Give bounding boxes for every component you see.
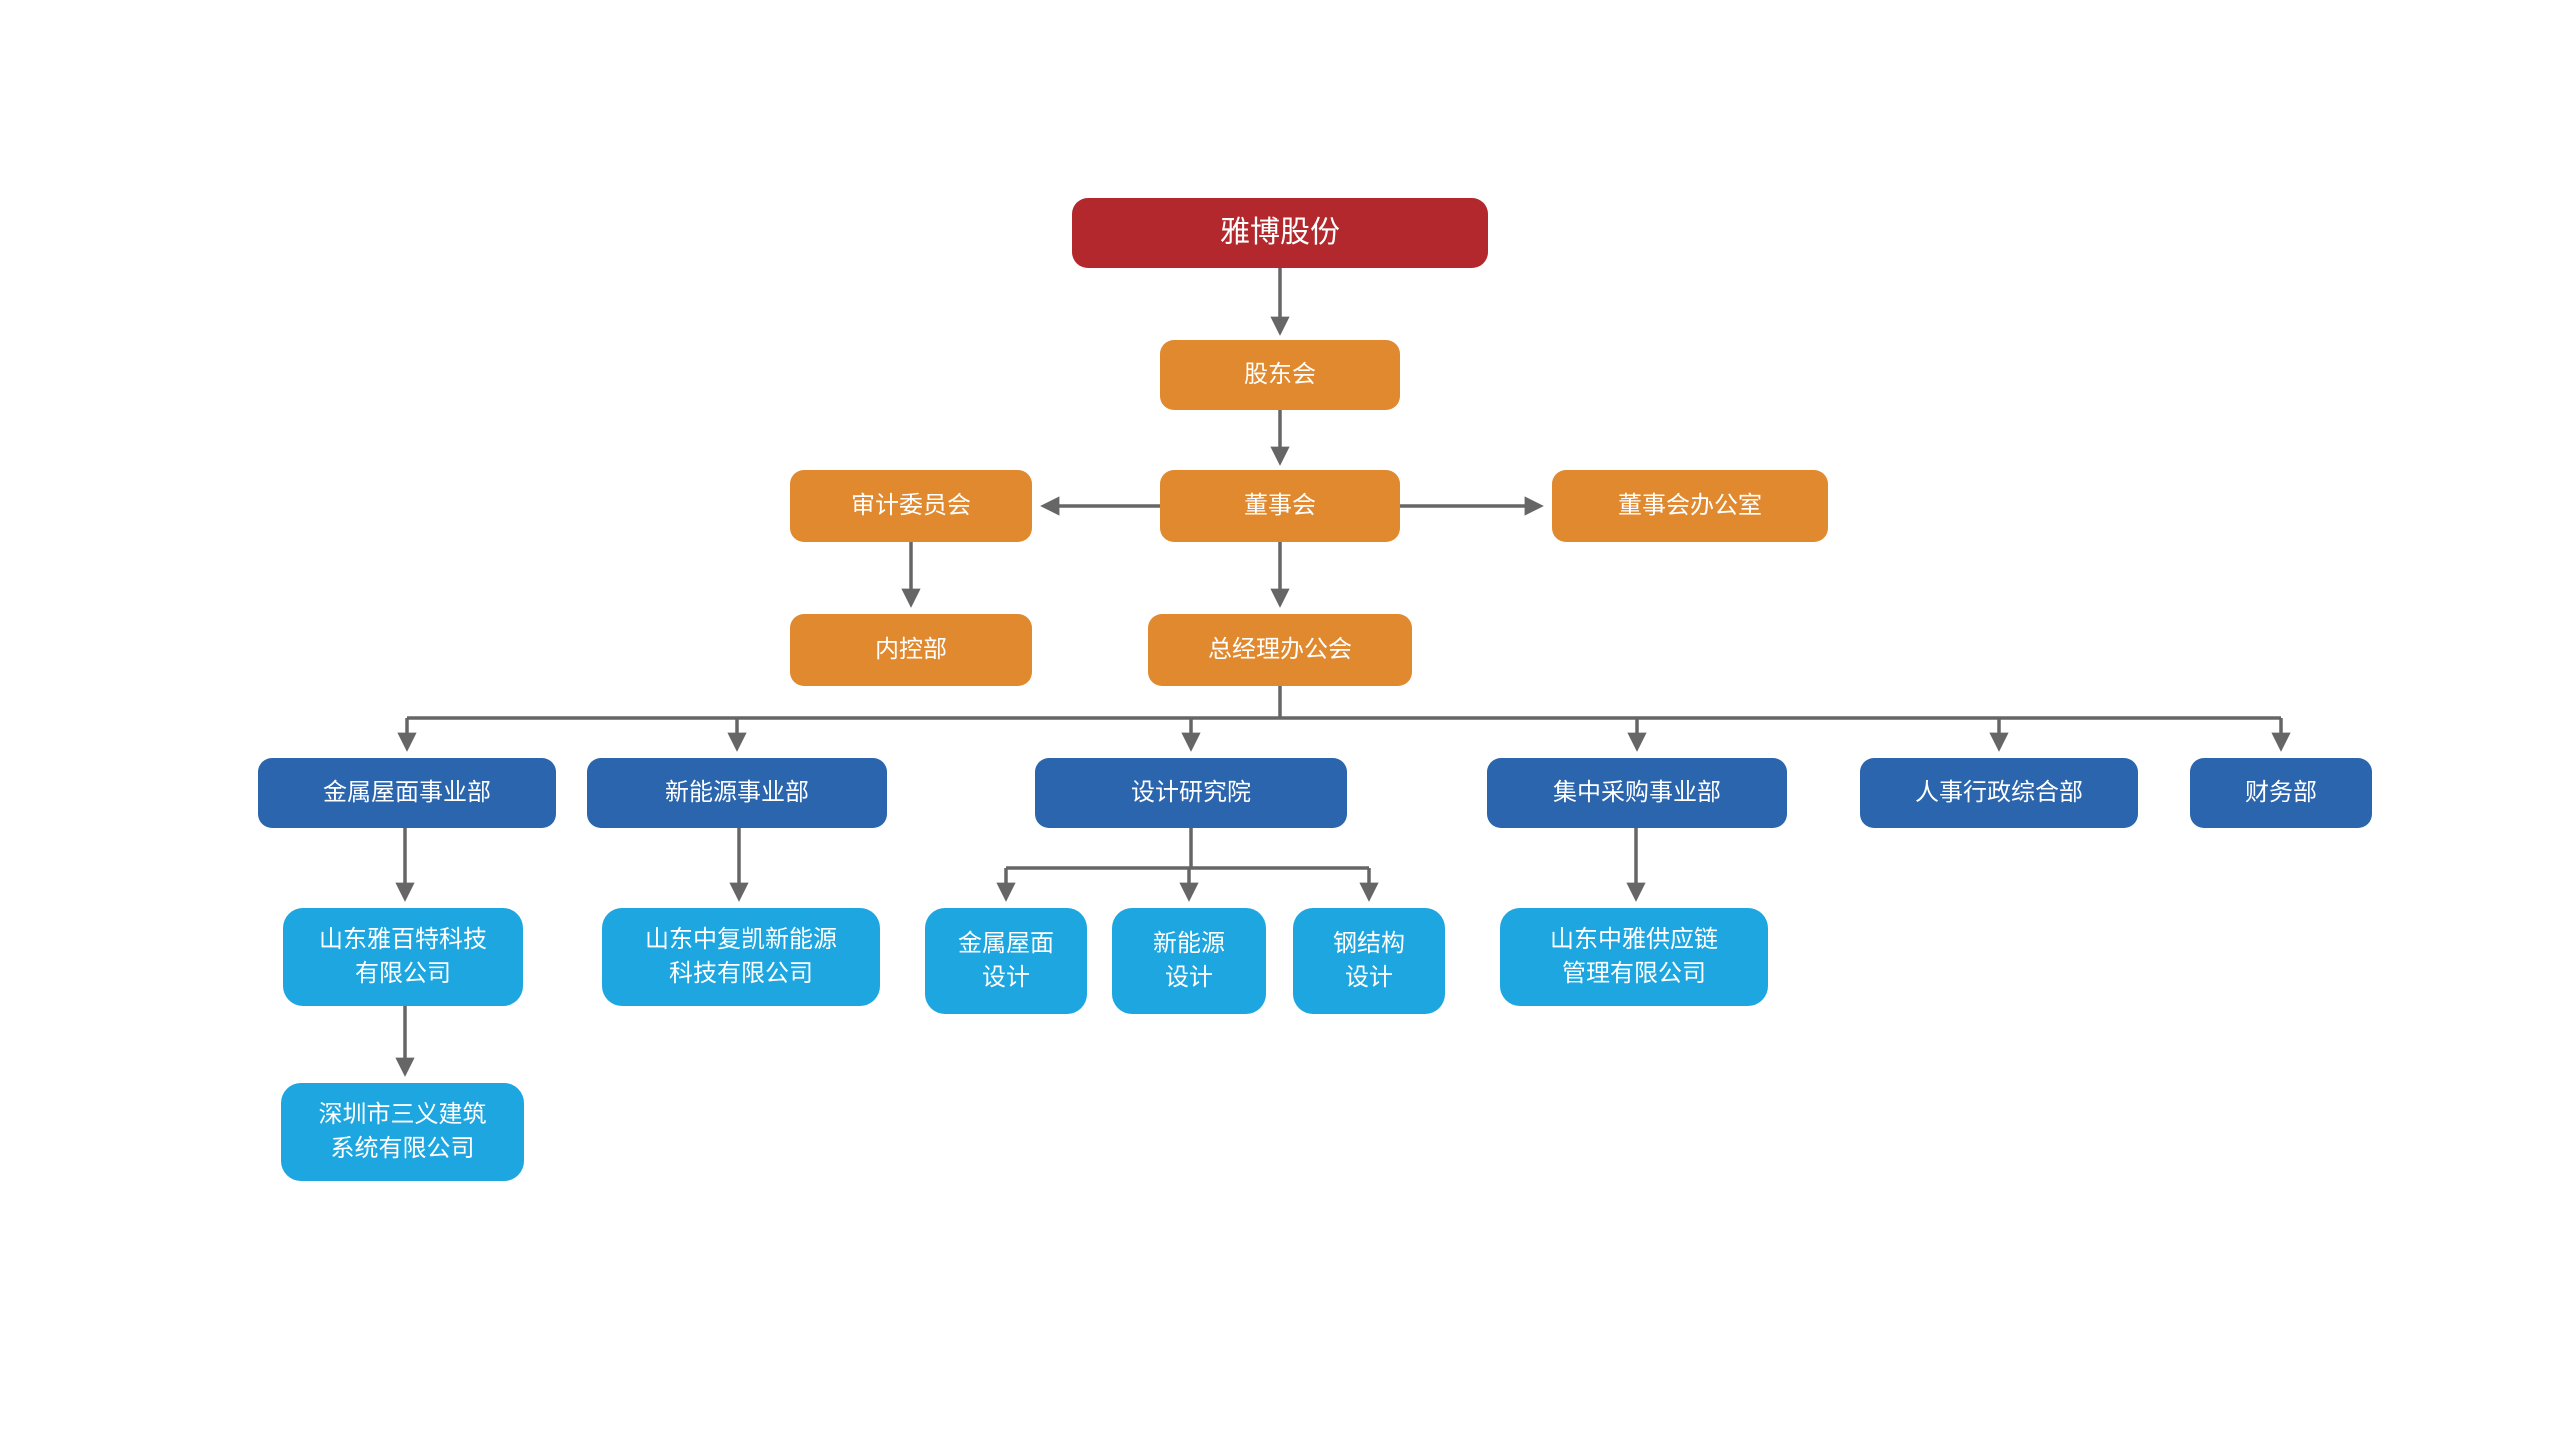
node-shareholders-meeting: 股东会: [1160, 340, 1400, 410]
node-finance-dept: 财务部: [2190, 758, 2372, 828]
node-metal-roof-division: 金属屋面事业部: [258, 758, 556, 828]
node-zhongfukai-company: 山东中复凯新能源 科技有限公司: [602, 908, 880, 1006]
node-new-energy-division: 新能源事业部: [587, 758, 887, 828]
node-hr-admin-dept: 人事行政综合部: [1860, 758, 2138, 828]
node-general-manager-office: 总经理办公会: [1148, 614, 1412, 686]
node-design-institute: 设计研究院: [1035, 758, 1347, 828]
node-metal-roof-design: 金属屋面 设计: [925, 908, 1087, 1014]
node-audit-committee: 审计委员会: [790, 470, 1032, 542]
node-new-energy-design: 新能源 设计: [1112, 908, 1266, 1014]
node-zhongya-company: 山东中雅供应链 管理有限公司: [1500, 908, 1768, 1006]
node-board-office: 董事会办公室: [1552, 470, 1828, 542]
node-internal-control-dept: 内控部: [790, 614, 1032, 686]
node-sanyi-company: 深圳市三义建筑 系统有限公司: [281, 1083, 524, 1181]
node-procurement-division: 集中采购事业部: [1487, 758, 1787, 828]
node-steel-structure-design: 钢结构 设计: [1293, 908, 1445, 1014]
node-yabaite-company: 山东雅百特科技 有限公司: [283, 908, 523, 1006]
node-board-of-directors: 董事会: [1160, 470, 1400, 542]
node-root-company: 雅博股份: [1072, 198, 1488, 268]
